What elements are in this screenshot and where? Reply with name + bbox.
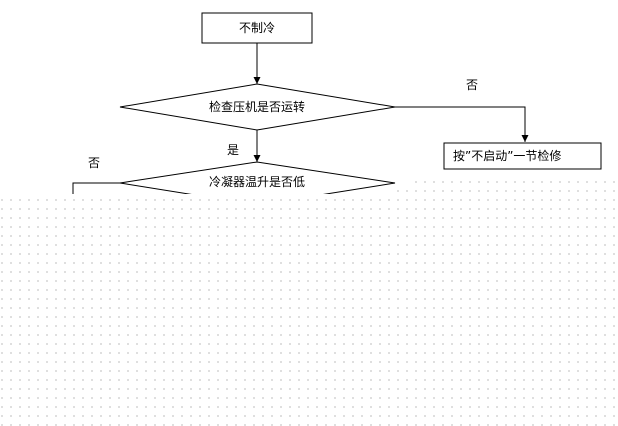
start-node-label: 不制冷	[239, 21, 275, 35]
edge-compressor-no	[395, 106, 529, 142]
refer-no-start-label: 按”不启动”一节检修	[453, 148, 561, 163]
edge-condenser-no-label: 否	[88, 156, 100, 170]
edge-compressor-no-label: 否	[466, 78, 478, 92]
start-node: 不制冷	[201, 12, 313, 44]
refer-no-start-node: 按”不启动”一节检修	[443, 142, 602, 170]
condenser-decision-node: 冷凝器温升是否低	[119, 161, 396, 206]
compressor-decision-label: 检查压机是否运转	[209, 99, 305, 114]
edge-compressor-yes-label: 是	[227, 143, 239, 157]
compressor-decision-node: 检查压机是否运转	[119, 83, 396, 131]
dot-overlay	[0, 178, 618, 426]
condenser-decision-label: 冷凝器温升是否低	[209, 174, 305, 189]
